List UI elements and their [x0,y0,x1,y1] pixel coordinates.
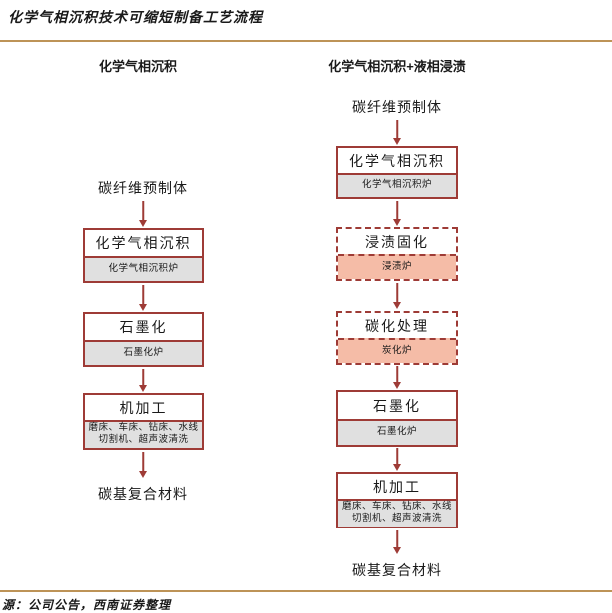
left-flow-end-label: 碳基复合材料 [98,488,188,503]
right-step-impregnation-curing: 浸渍固化 浸渍炉 [336,227,458,281]
right-step-cvd: 化学气相沉积 化学气相沉积炉 [336,146,458,199]
step-equipment: 磨床、车床、钻床、水线切割机、超声波清洗 [338,499,456,527]
step-name: 石墨化 [85,314,202,340]
arrow-down-icon [391,448,403,471]
left-step-graphitization: 石墨化 石墨化炉 [83,312,204,367]
source-note: 源：公司公告，西南证券整理 [2,598,172,612]
arrow-down-icon [391,366,403,389]
step-equipment: 磨床、车床、钻床、水线切割机、超声波清洗 [85,420,202,448]
right-step-carbonization: 碳化处理 炭化炉 [336,311,458,365]
left-step-machining: 机加工 磨床、车床、钻床、水线切割机、超声波清洗 [83,393,204,450]
right-column-header: 化学气相沉积+液相浸渍 [328,59,466,74]
step-name: 石墨化 [338,392,456,419]
step-name: 化学气相沉积 [85,230,202,256]
right-flow-end-label: 碳基复合材料 [352,564,442,579]
arrow-down-icon [137,201,149,227]
step-equipment: 化学气相沉积炉 [338,173,456,197]
arrow-down-icon [137,452,149,478]
left-step-cvd: 化学气相沉积 化学气相沉积炉 [83,228,204,283]
step-name: 机加工 [85,395,202,420]
arrow-down-icon [391,283,403,309]
step-equipment: 炭化炉 [338,338,456,363]
right-step-graphitization: 石墨化 石墨化炉 [336,390,458,447]
step-equipment: 化学气相沉积炉 [85,256,202,281]
arrow-down-icon [137,285,149,311]
right-flow-start-label: 碳纤维预制体 [352,101,442,116]
arrow-down-icon [137,369,149,392]
arrow-down-icon [391,530,403,554]
arrow-down-icon [391,120,403,145]
step-name: 浸渍固化 [338,229,456,254]
left-flow-start-label: 碳纤维预制体 [98,182,188,197]
right-step-machining: 机加工 磨床、车床、钻床、水线切割机、超声波清洗 [336,472,458,528]
step-equipment: 石墨化炉 [338,419,456,445]
top-divider-line [0,40,612,42]
step-name: 碳化处理 [338,313,456,338]
step-name: 机加工 [338,474,456,499]
page-title: 化学气相沉积技术可缩短制备工艺流程 [8,11,263,26]
step-equipment: 石墨化炉 [85,340,202,365]
arrow-down-icon [391,201,403,226]
step-equipment: 浸渍炉 [338,254,456,279]
bottom-divider-line [0,590,612,592]
step-name: 化学气相沉积 [338,148,456,173]
left-column-header: 化学气相沉积 [98,59,178,74]
